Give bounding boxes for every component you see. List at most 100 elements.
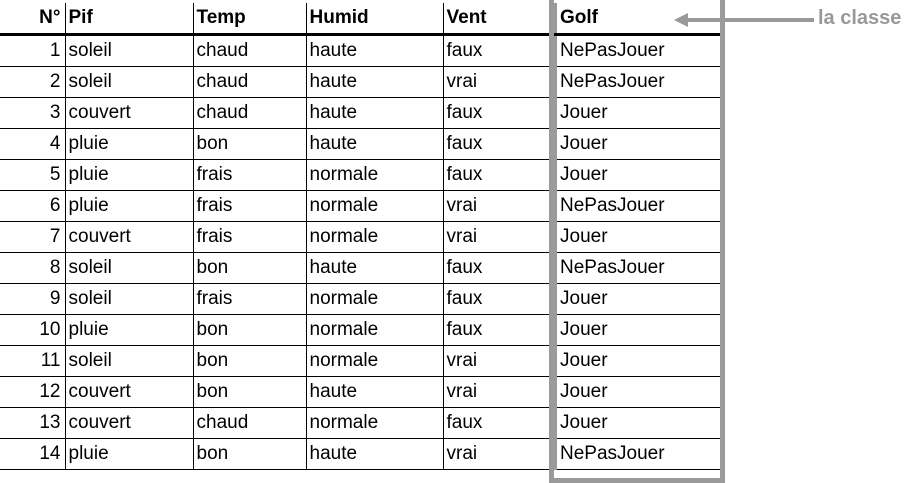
cell-humid: haute (305, 252, 444, 284)
header-num: N° (0, 3, 66, 35)
cell-temp: bon (192, 345, 307, 377)
cell-num: 12 (0, 376, 66, 408)
cell-vent: vrai (442, 66, 551, 98)
cell-golf: NePasJouer (557, 252, 722, 284)
cell-num: 3 (0, 97, 66, 129)
cell-humid: haute (305, 66, 444, 98)
cell-humid: normale (305, 314, 444, 346)
cell-pif: couvert (64, 407, 194, 439)
cell-temp: frais (192, 190, 307, 222)
cell-humid: normale (305, 190, 444, 222)
cell-num: 14 (0, 438, 66, 470)
cell-num: 11 (0, 345, 66, 377)
cell-pif: pluie (64, 128, 194, 160)
cell-pif: soleil (64, 252, 194, 284)
header-row: N° Pif Temp Humid Vent Golf (0, 3, 722, 35)
cell-pif: soleil (64, 283, 194, 315)
column-separator (549, 34, 557, 67)
cell-humid: haute (305, 376, 444, 408)
cell-humid: haute (305, 97, 444, 129)
column-separator (549, 252, 557, 284)
cell-pif: soleil (64, 345, 194, 377)
column-separator (549, 159, 557, 191)
cell-temp: bon (192, 438, 307, 470)
cell-pif: couvert (64, 221, 194, 253)
cell-vent: faux (442, 34, 551, 67)
cell-temp: bon (192, 128, 307, 160)
cell-vent: faux (442, 252, 551, 284)
cell-vent: vrai (442, 190, 551, 222)
class-annotation-arrow (674, 6, 814, 34)
cell-golf: NePasJouer (557, 34, 722, 67)
column-separator (549, 190, 557, 222)
cell-num: 5 (0, 159, 66, 191)
cell-temp: chaud (192, 97, 307, 129)
cell-humid: haute (305, 438, 444, 470)
cell-vent: faux (442, 128, 551, 160)
cell-vent: faux (442, 97, 551, 129)
cell-pif: pluie (64, 438, 194, 470)
column-separator (549, 97, 557, 129)
cell-num: 13 (0, 407, 66, 439)
cell-golf: Jouer (557, 221, 722, 253)
header-vent: Vent (442, 3, 551, 35)
cell-temp: chaud (192, 407, 307, 439)
column-separator (549, 3, 557, 35)
header-temp: Temp (192, 3, 307, 35)
cell-pif: pluie (64, 314, 194, 346)
cell-golf: NePasJouer (557, 438, 722, 470)
cell-vent: faux (442, 159, 551, 191)
cell-temp: bon (192, 252, 307, 284)
cell-golf: Jouer (557, 314, 722, 346)
cell-pif: couvert (64, 376, 194, 408)
column-separator (549, 314, 557, 346)
cell-temp: frais (192, 159, 307, 191)
cell-golf: Jouer (557, 345, 722, 377)
cell-temp: frais (192, 283, 307, 315)
cell-temp: bon (192, 314, 307, 346)
arrow-shaft (688, 18, 814, 22)
column-separator (549, 407, 557, 439)
cell-vent: vrai (442, 438, 551, 470)
column-separator (549, 438, 557, 470)
column-separator (549, 221, 557, 253)
cell-num: 10 (0, 314, 66, 346)
cell-vent: faux (442, 407, 551, 439)
cell-num: 6 (0, 190, 66, 222)
header-humid: Humid (305, 3, 444, 35)
cell-num: 7 (0, 221, 66, 253)
cell-golf: Jouer (557, 283, 722, 315)
cell-humid: haute (305, 34, 444, 67)
cell-num: 4 (0, 128, 66, 160)
cell-num: 9 (0, 283, 66, 315)
cell-vent: faux (442, 314, 551, 346)
cell-vent: vrai (442, 345, 551, 377)
cell-num: 2 (0, 66, 66, 98)
cell-humid: normale (305, 283, 444, 315)
column-separator (549, 66, 557, 98)
column-separator (549, 283, 557, 315)
cell-golf: NePasJouer (557, 190, 722, 222)
cell-humid: normale (305, 407, 444, 439)
cell-vent: vrai (442, 376, 551, 408)
header-pif: Pif (64, 3, 194, 35)
cell-temp: chaud (192, 66, 307, 98)
cell-pif: soleil (64, 66, 194, 98)
cell-pif: soleil (64, 34, 194, 67)
arrow-left-icon (674, 13, 688, 27)
cell-temp: bon (192, 376, 307, 408)
cell-num: 8 (0, 252, 66, 284)
cell-golf: Jouer (557, 159, 722, 191)
cell-golf: Jouer (557, 128, 722, 160)
